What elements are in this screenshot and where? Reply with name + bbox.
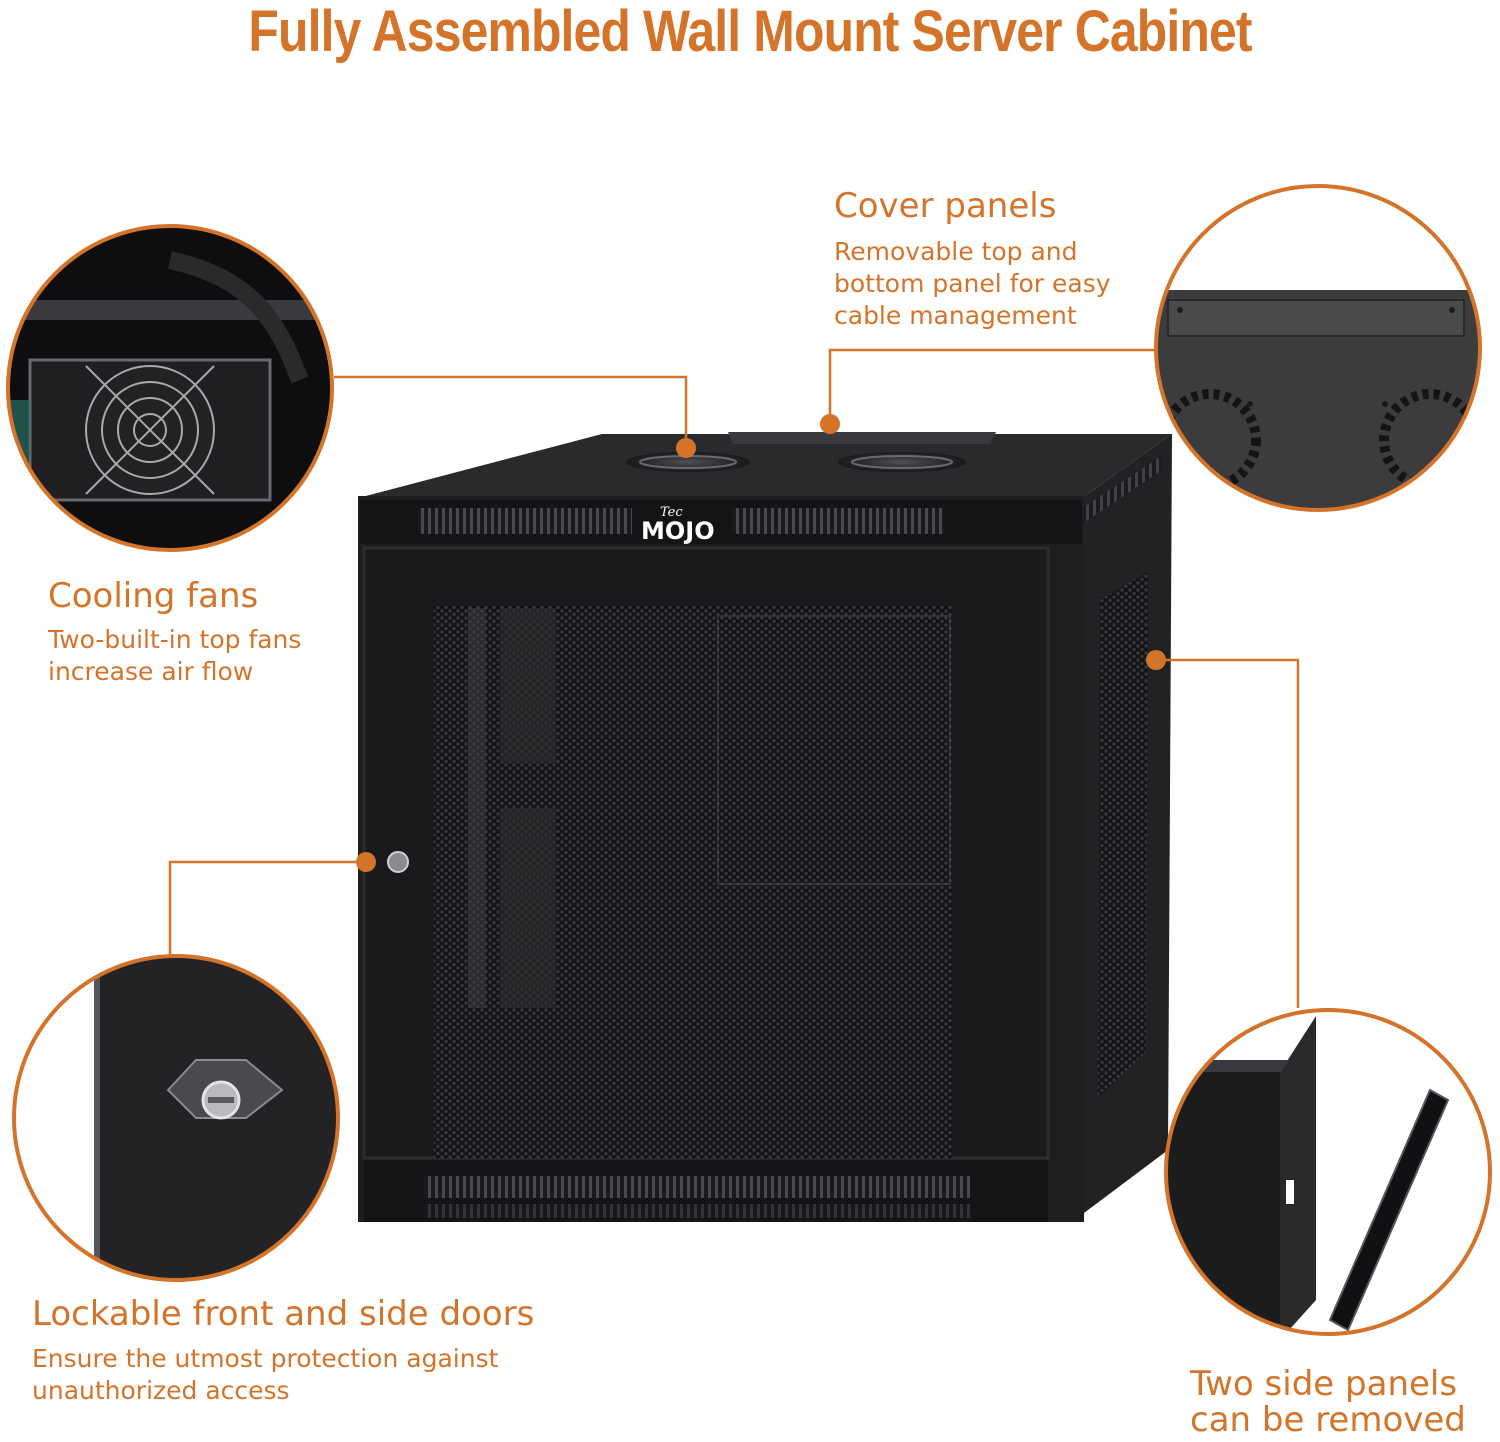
callout-lines [168, 348, 1300, 1008]
cooling-fans-line: Two-built-in top fans [48, 625, 302, 654]
lockable-doors-description: Ensure the utmost protection against una… [32, 1343, 498, 1407]
side-panels-description: Two side panels can be removed [1190, 1366, 1466, 1438]
side-panels-line: Two side panels [1190, 1364, 1458, 1404]
cooling-fans-line: increase air flow [48, 657, 254, 686]
brand-logo-main: MOJO [641, 517, 715, 545]
side-panel-closeup [1164, 1008, 1492, 1336]
cooling-fan-closeup [6, 224, 334, 552]
callout-dots [356, 414, 1166, 872]
page-title: Fully Assembled Wall Mount Server Cabine… [248, 0, 1252, 64]
cabinet-top [358, 434, 1172, 498]
cooling-fans-description: Two-built-in top fans increase air flow [48, 624, 301, 688]
brand-logo-top: Tec [660, 505, 683, 520]
lockable-doors-line: Ensure the utmost protection against [32, 1344, 499, 1373]
cover-panels-description: Removable top and bottom panel for easy … [834, 236, 1111, 332]
cover-panels-title: Cover panels [834, 186, 1057, 226]
cooling-fans-title: Cooling fans [48, 576, 259, 616]
cover-panels-line: bottom panel for easy [834, 269, 1111, 298]
lockable-doors-title: Lockable front and side doors [32, 1294, 535, 1334]
side-panels-line: can be removed [1190, 1400, 1466, 1440]
cover-panels-line: Removable top and [834, 237, 1078, 266]
lockable-doors-line: unauthorized access [32, 1376, 290, 1405]
server-cabinet: Tec MOJO [358, 432, 1172, 1222]
cover-panels-line: cable management [834, 301, 1077, 330]
cover-panel-closeup [1154, 184, 1482, 512]
lock-closeup [12, 954, 340, 1282]
door-lock-icon[interactable] [387, 851, 409, 873]
removed-side-panel [1328, 1088, 1450, 1332]
